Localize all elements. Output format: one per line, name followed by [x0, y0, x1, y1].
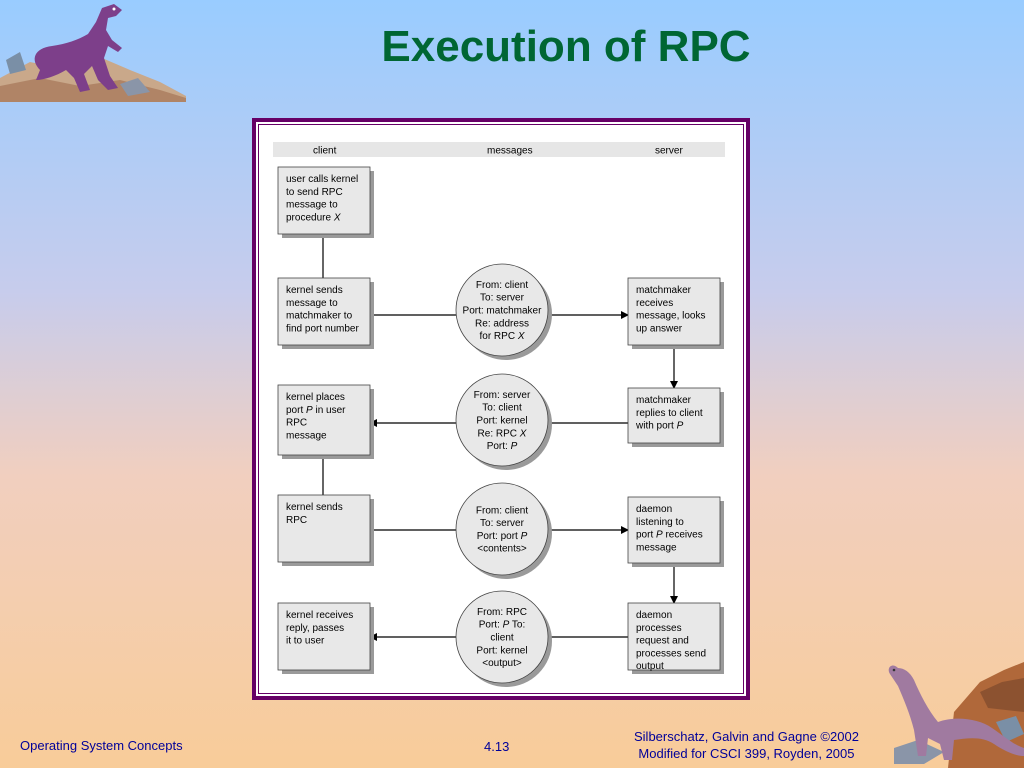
client-box-2-text: message to [286, 298, 338, 309]
message-bubble-2-text: Re: RPC X [478, 428, 527, 439]
server-box-1-text: message, looks [636, 311, 705, 322]
header-client: client [313, 146, 337, 157]
rpc-figure-frame: client messages server user calls kernel to … [252, 118, 750, 700]
client-box-3-text: port P in user [286, 405, 346, 416]
message-bubble-1-text: Re: address [475, 318, 529, 329]
message-bubble-4-text: From: RPC [477, 607, 527, 618]
server-box-4-text: output [636, 661, 664, 672]
slide-title: Execution of RPC [381, 22, 751, 71]
client-box-2-text: kernel sends [286, 285, 343, 296]
message-bubble-2-text: To: client [482, 403, 522, 414]
client-box-5-text: kernel receives [286, 610, 353, 621]
client-box-1-text: user calls kernel [286, 174, 358, 185]
message-bubble-4-text: client [490, 633, 514, 644]
server-box-1-text: receives [636, 298, 673, 309]
rpc-diagram: client messages server user calls kernel to … [273, 142, 725, 687]
header-server: server [655, 146, 683, 157]
client-box-3-text: RPC [286, 418, 307, 429]
client-box-2-text: find port number [286, 323, 359, 334]
client-box-5: kernel receives reply, passes it to user [277, 602, 374, 674]
header-bar [273, 142, 725, 157]
footer-credits: Silberschatz, Galvin and Gagne ©2002 Mod… [634, 728, 859, 762]
client-box-4-text: kernel sends [286, 502, 343, 513]
message-bubble-1-text: Port: matchmaker [463, 306, 543, 317]
server-box-3-text: port P receives [636, 530, 703, 541]
server-box-2-text: matchmaker [636, 395, 692, 406]
client-box-5-text: reply, passes [286, 623, 344, 634]
server-box-2-text: replies to client [636, 408, 703, 419]
client-box-2: kernel sends message to matchmaker tofind … [277, 277, 374, 349]
message-bubble-3-text: Port: port P [477, 531, 528, 542]
footer-slide-number: 4.13 [484, 739, 510, 754]
message-bubble-4-text: <output> [482, 658, 522, 669]
server-box-4-text: request and [636, 636, 689, 647]
rpc-figure: client messages server user calls kernel to … [258, 124, 744, 694]
server-box-2: matchmaker replies to client with port P [627, 387, 724, 447]
message-bubble-2-text: Port: P [487, 441, 518, 452]
client-box-3-text: kernel places [286, 392, 345, 403]
footer-credits-line-2: Modified for CSCI 399, Royden, 2005 [638, 746, 855, 761]
server-box-2-text: with port P [635, 421, 684, 432]
client-box-5-text: it to user [286, 636, 325, 647]
dinosaur-top-left-image [0, 4, 186, 102]
message-bubble-1-text: To: server [480, 293, 525, 304]
server-box-1-text: up answer [636, 323, 683, 334]
server-box-4-text: processes send [636, 648, 706, 659]
footer-course-title: Operating System Concepts [20, 738, 183, 753]
server-box-1-text: matchmaker [636, 285, 692, 296]
client-box-3-text: message [286, 430, 327, 441]
client-box-1-text: message to [286, 200, 338, 211]
footer-credits-line-1: Silberschatz, Galvin and Gagne ©2002 [634, 729, 859, 744]
message-bubble-1-text: for RPC X [479, 331, 524, 342]
message-bubble-3-text: From: client [476, 505, 528, 516]
server-box-4-text: processes [636, 623, 682, 634]
message-bubble-2-text: Port: kernel [476, 416, 527, 427]
dinosaur-bottom-right-image [888, 662, 1024, 768]
client-box-1: user calls kernel to send RPC message topr… [277, 166, 374, 238]
message-bubble-4-text: Port: P To: [479, 620, 526, 631]
message-bubble-4-text: Port: kernel [476, 645, 527, 656]
server-box-3-text: listening to [636, 517, 684, 528]
message-bubble-3-text: <contents> [477, 544, 527, 555]
header-messages: messages [487, 146, 533, 157]
client-box-4-text: RPC [286, 515, 307, 526]
message-bubble-1-text: From: client [476, 280, 528, 291]
message-bubble-3-text: To: server [480, 518, 525, 529]
client-box-1-text: procedure X [286, 212, 341, 223]
server-box-4-text: daemon [636, 610, 672, 621]
server-box-3-text: daemon [636, 504, 672, 515]
client-box-1-text: to send RPC [286, 187, 343, 198]
client-box-2-text: matchmaker to [286, 311, 353, 322]
server-box-3-text: message [636, 542, 677, 553]
message-bubble-2-text: From: server [474, 390, 531, 401]
